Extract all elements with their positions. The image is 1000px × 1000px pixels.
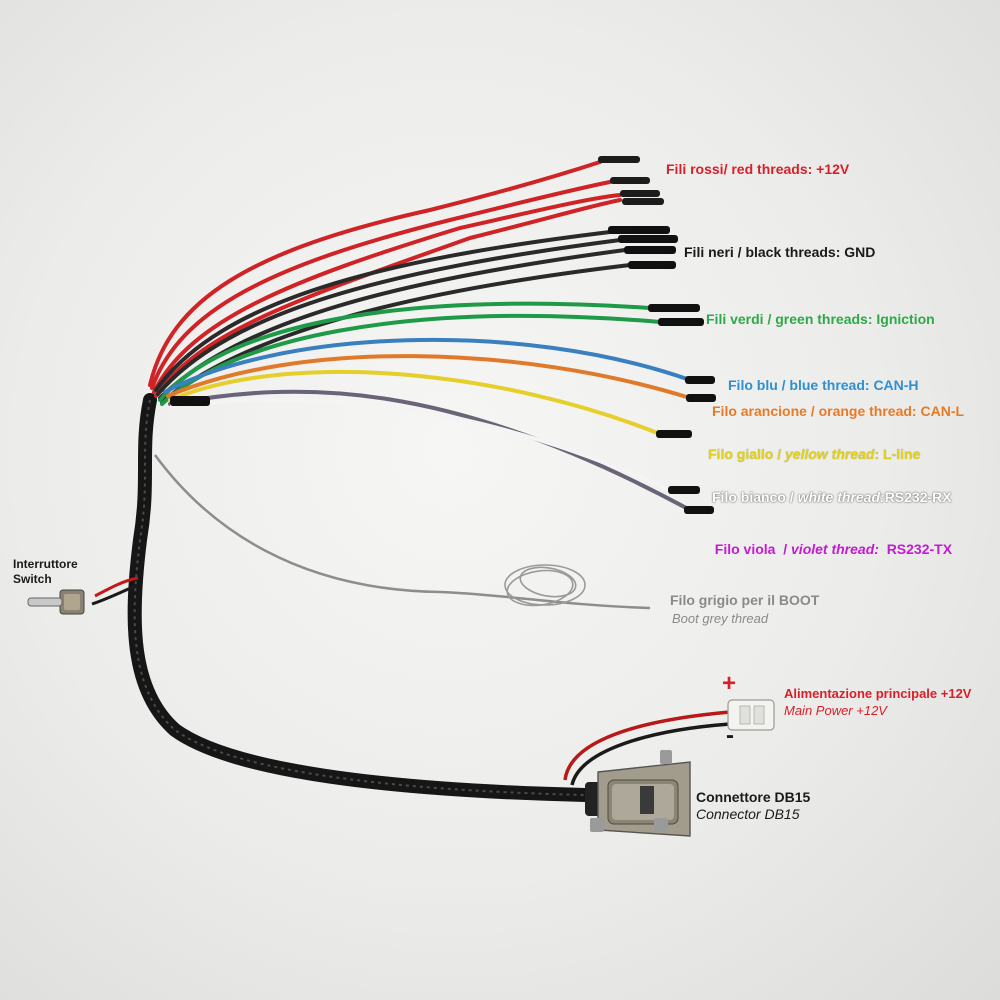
switch-wires [91,576,139,606]
power-wires [563,710,731,786]
label-db15-line2: Connector DB15 [696,806,800,822]
white-wire [170,397,672,492]
white-prefix: Filo bianco / [712,489,798,505]
violet-wire [168,389,692,512]
violet-prefix: Filo viola / [714,541,792,557]
label-yellow-thread: Filo giallo / yellow thread: L-line [708,446,920,462]
label-db15-line1: Connettore DB15 [696,789,811,805]
label-orange-thread: Filo arancione / orange thread: CAN-L [712,403,965,419]
blue-wire [163,337,692,394]
label-grey-boot-line2: Boot grey thread [672,611,769,626]
label-main-power-line2: Main Power +12V [784,703,887,718]
db15-connector [585,750,691,837]
violet-suffix: RS232-TX [878,541,953,557]
label-switch-line1: Interruttore [13,557,78,571]
white-suffix: RS232-RX [884,489,952,505]
power-plus-symbol: + [722,670,737,697]
label-white-thread: Filo bianco / white thread:RS232-RX [712,489,952,505]
label-green-threads: Fili verdi / green threads: Igniction [706,311,935,327]
power-minus-symbol: - [726,722,734,749]
red-wires [148,160,622,398]
label-violet-thread: Filo viola / violet thread: RS232-TX [707,525,952,557]
braided-main-cable [127,393,592,802]
grey-wire-coil [504,564,586,607]
yellow-italic: yellow thread [785,446,875,462]
label-blue-thread: Filo blu / blue thread: CAN-H [728,377,919,393]
white-italic: white thread: [797,489,885,505]
label-switch-line2: Switch [13,572,52,586]
power-plug [727,699,775,731]
label-main-power-line1: Alimentazione principale +12V [784,686,972,701]
yellow-prefix: Filo giallo / [708,446,785,462]
violet-italic: violet thread: [791,541,879,557]
label-black-threads: Fili neri / black threads: GND [684,244,876,260]
heatshrink-sleeve [170,396,210,406]
label-grey-boot-line1: Filo grigio per il BOOT [670,592,820,608]
red-wire-tips [598,156,664,205]
yellow-wire [168,369,662,436]
toggle-switch [27,589,85,615]
yellow-suffix: : L-line [874,446,921,462]
black-wire-tips [608,226,678,269]
label-red-threads: Fili rossi/ red threads: +12V [666,161,850,177]
green-wire-tips [648,304,704,326]
orange-wire [166,354,692,400]
